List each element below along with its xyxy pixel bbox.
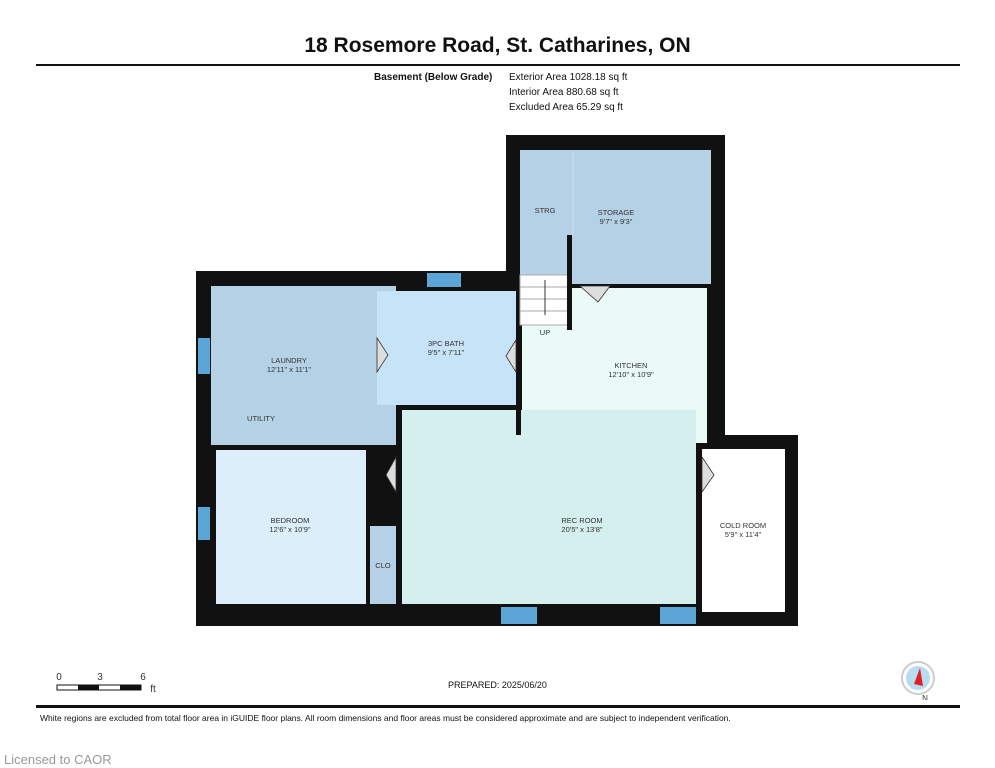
room-storage [520,150,711,284]
room-bedroom [216,450,366,604]
room-laundry [211,286,396,445]
license-text: Licensed to CAOR [4,752,112,767]
exterior-area: Exterior Area 1028.18 sq ft [509,72,628,83]
excluded-area: Excluded Area 65.29 sq ft [509,102,623,113]
footer-divider [36,705,960,708]
laundry-dims: 12'11" x 11'1" [267,365,312,374]
kitchen-label: KITCHEN [615,361,648,370]
rec-label: REC ROOM [561,516,602,525]
interior-area: Interior Area 880.68 sq ft [509,87,619,98]
bedroom-label: BEDROOM [271,516,310,525]
scale-bar: 0 3 6 ft [56,672,156,695]
bath-label: 3PC BATH [428,339,464,348]
floor-plan: STORAGE 9'7" x 9'3" STRG 3PC BATH 9'5" x… [56,135,935,700]
disclaimer: White regions are excluded from total fl… [40,713,731,723]
doors [376,285,715,494]
kitchen-dims: 12'10" x 10'9" [608,370,654,379]
bath-dims: 9'5" x 7'11" [428,348,465,357]
cold-dims: 5'9" x 11'4" [725,530,762,539]
laundry-label: LAUNDRY [271,356,307,365]
windows [198,273,696,624]
room-bath [377,291,516,405]
strg-label: STRG [535,206,556,215]
compass-north: N [922,694,928,700]
scale-tick-3: 3 [97,672,103,683]
prepared-date: PREPARED: 2025/06/20 [448,680,547,690]
room-closet [370,526,396,604]
scale-tick-6: 6 [140,672,146,683]
closet-label: CLO [375,561,391,570]
storage-dims: 9'7" x 9'3" [600,217,633,226]
stairs [519,274,569,326]
rec-dims: 20'5" x 13'8" [561,525,602,534]
stairs-up-label: UP [540,328,550,337]
room-cold [702,449,785,612]
cold-label: COLD ROOM [720,521,766,530]
utility-label: UTILITY [247,414,275,423]
page-title: 18 Rosemore Road, St. Catharines, ON [304,34,691,57]
scale-unit: ft [150,684,156,695]
bedroom-dims: 12'6" x 10'9" [269,525,310,534]
scale-tick-0: 0 [56,672,62,683]
compass-icon: N [901,661,935,700]
storage-label: STORAGE [598,208,635,217]
floor-label: Basement (Below Grade) [374,72,493,83]
room-rec [402,410,696,604]
header-divider [36,64,960,66]
